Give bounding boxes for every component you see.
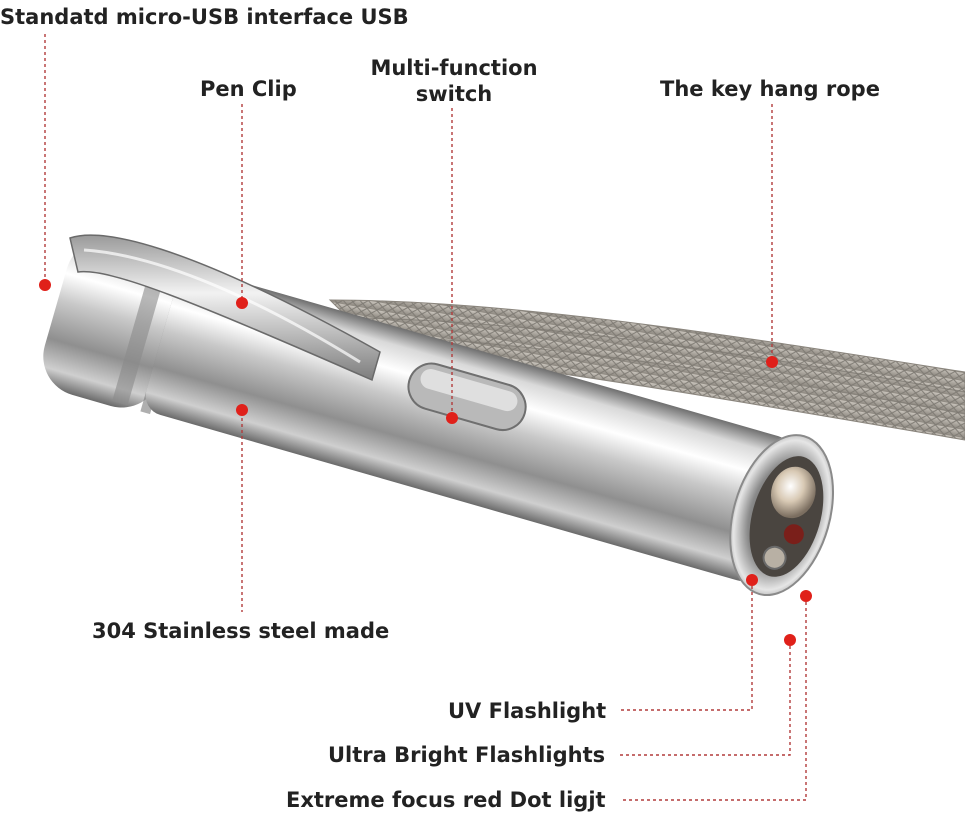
switch-label-line2: switch <box>415 82 493 106</box>
steel-label: 304 Stainless steel made <box>92 619 390 643</box>
bright-label: Ultra Bright Flashlights <box>328 743 606 767</box>
switch-label: Multi-function switch <box>364 55 544 107</box>
usb-label: Standatd micro-USB interface USB <box>0 5 409 29</box>
pen-clip-label: Pen Clip <box>200 77 297 101</box>
bright-marker <box>784 634 796 646</box>
switch-marker <box>446 412 458 424</box>
uv-marker <box>746 574 758 586</box>
red-dot-marker <box>800 590 812 602</box>
pen-clip-marker <box>236 297 248 309</box>
rope-marker <box>766 356 778 368</box>
callout-markers <box>39 279 812 646</box>
red-dot-label: Extreme focus red Dot ligjt <box>286 788 606 812</box>
usb-marker <box>39 279 51 291</box>
rope-label: The key hang rope <box>660 77 880 101</box>
pen-clip <box>69 234 381 382</box>
leader-lines <box>44 34 807 801</box>
key-rope <box>328 299 965 441</box>
steel-marker <box>236 404 248 416</box>
switch-label-line1: Multi-function <box>370 56 538 80</box>
uv-label: UV Flashlight <box>448 699 607 723</box>
